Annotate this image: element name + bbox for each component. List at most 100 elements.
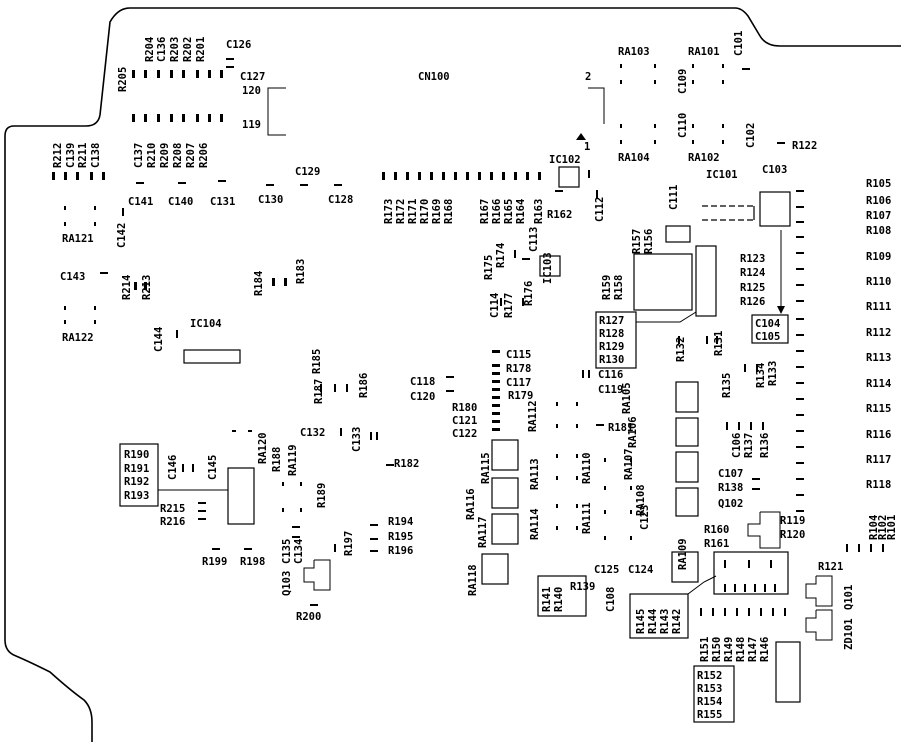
group-row2: C137 R210 R209 R208 R207 R206 R212 C139 … bbox=[52, 114, 223, 180]
connector-label: CN100 bbox=[418, 71, 450, 83]
label-r146: R146 bbox=[759, 637, 771, 662]
label-r205: R205 bbox=[117, 67, 129, 92]
group-ic101: R157 R156 C111 IC101 C103 bbox=[631, 164, 791, 314]
label-r204: R204 bbox=[144, 37, 156, 62]
label-r117: R117 bbox=[866, 454, 891, 466]
label-r123: R123 bbox=[740, 253, 765, 265]
label-r200: R200 bbox=[296, 611, 321, 623]
label-c138: C138 bbox=[90, 143, 102, 168]
label-r130: R130 bbox=[599, 354, 624, 366]
label-r206: R206 bbox=[198, 143, 210, 168]
label-c136: C136 bbox=[156, 37, 168, 62]
label-r172: R172 bbox=[395, 199, 407, 224]
label-r127: R127 bbox=[599, 315, 624, 327]
label-r131: R131 bbox=[713, 331, 725, 356]
group-mid-misc: R132 R131 R134 R133 R135 R185 R187 R186 … bbox=[311, 331, 779, 517]
label-c107: C107 bbox=[718, 468, 743, 480]
label-c139: C139 bbox=[65, 143, 77, 168]
label-r203: R203 bbox=[169, 37, 181, 62]
label-c125: C125 bbox=[594, 564, 619, 576]
group-ra-left: RA121 RA122 C143 R214 R213 R184 R183 C14… bbox=[60, 206, 307, 364]
label-c109: C109 bbox=[677, 69, 689, 94]
label-r139: R139 bbox=[570, 581, 595, 593]
group-lower-left: C146 C145 RA120 R188 RA119 R189 R215 R21… bbox=[160, 430, 479, 623]
label-r102: R102 bbox=[877, 515, 889, 540]
label-c129: C129 bbox=[295, 166, 320, 178]
label-ra110: RA110 bbox=[581, 452, 593, 484]
box-c104: C104 C105 bbox=[751, 314, 789, 344]
label-r169: R169 bbox=[431, 199, 443, 224]
label-r110: R110 bbox=[866, 276, 891, 288]
label-c134: C134 bbox=[293, 539, 305, 564]
label-r142: R142 bbox=[671, 609, 683, 634]
label-ic103: IC103 bbox=[542, 252, 554, 284]
label-r197: R197 bbox=[343, 531, 355, 556]
label-c105: C105 bbox=[755, 331, 780, 343]
label-r193: R193 bbox=[124, 490, 149, 502]
label-r140: R140 bbox=[553, 587, 565, 612]
label-c126: C126 bbox=[226, 39, 251, 51]
label-ra107: RA107 bbox=[623, 448, 635, 480]
label-c102: C102 bbox=[745, 123, 757, 148]
label-r186: R186 bbox=[358, 373, 370, 398]
label-c131: C131 bbox=[210, 196, 235, 208]
label-c124: C124 bbox=[628, 564, 653, 576]
label-r177: R177 bbox=[503, 293, 515, 318]
label-r111: R111 bbox=[866, 301, 891, 313]
group-ra-top-right: RA103 RA101 RA104 RA102 C109 C110 C101 C… bbox=[618, 31, 817, 164]
label-c108: C108 bbox=[605, 587, 617, 612]
label-r125: R125 bbox=[740, 282, 765, 294]
label-r215: R215 bbox=[160, 503, 185, 515]
label-r187: R187 bbox=[313, 379, 325, 404]
box-r141: R141 R140 R139 C108 bbox=[537, 575, 617, 617]
label-r180: R180 bbox=[452, 402, 477, 414]
label-r115: R115 bbox=[866, 403, 891, 415]
label-r119: R119 bbox=[780, 515, 805, 527]
label-r190: R190 bbox=[124, 449, 149, 461]
label-ra112: RA112 bbox=[527, 400, 539, 432]
label-r167: R167 bbox=[479, 199, 491, 224]
group-r105-column: R105 R106 R107 R108 R109 R110 R111 R112 … bbox=[796, 178, 891, 512]
label-r104: R104 bbox=[868, 515, 880, 540]
label-r152: R152 bbox=[697, 670, 722, 682]
label-r143: R143 bbox=[659, 609, 671, 634]
label-r144: R144 bbox=[647, 609, 659, 634]
label-r128: R128 bbox=[599, 328, 624, 340]
label-r135: R135 bbox=[721, 373, 733, 398]
label-r168: R168 bbox=[443, 199, 455, 224]
label-ic104: IC104 bbox=[190, 318, 222, 330]
label-r185: R185 bbox=[311, 349, 323, 374]
label-r202: R202 bbox=[182, 37, 194, 62]
label-r124: R124 bbox=[740, 267, 765, 279]
label-ra113: RA113 bbox=[529, 458, 541, 490]
label-c145: C145 bbox=[207, 455, 219, 480]
label-ra121: RA121 bbox=[62, 233, 94, 245]
label-c128: C128 bbox=[328, 194, 353, 206]
label-r181: R181 bbox=[608, 422, 633, 434]
label-r138: R138 bbox=[718, 482, 743, 494]
label-r116: R116 bbox=[866, 429, 891, 441]
label-r189: R189 bbox=[316, 483, 328, 508]
pin-label-1: 1 bbox=[584, 141, 590, 153]
label-r151: R151 bbox=[699, 637, 711, 662]
group-ic102: IC102 R162 C112 bbox=[547, 154, 606, 222]
connector-cn100: CN100 2 1 120 119 bbox=[242, 71, 605, 153]
label-ra119: RA119 bbox=[287, 444, 299, 476]
label-r209: R209 bbox=[159, 143, 171, 168]
label-ra114: RA114 bbox=[529, 508, 541, 540]
label-r210: R210 bbox=[146, 143, 158, 168]
label-r183: R183 bbox=[295, 259, 307, 284]
label-r157: R157 bbox=[631, 229, 643, 254]
label-r192: R192 bbox=[124, 476, 149, 488]
label-ra101: RA101 bbox=[688, 46, 720, 58]
label-r184: R184 bbox=[253, 271, 265, 296]
label-r145: R145 bbox=[635, 609, 647, 634]
label-c142: C142 bbox=[116, 223, 128, 248]
label-r113: R113 bbox=[866, 352, 891, 364]
label-r174: R174 bbox=[495, 243, 507, 268]
label-r114: R114 bbox=[866, 378, 891, 390]
label-c110: C110 bbox=[677, 113, 689, 138]
label-c118: C118 bbox=[410, 376, 435, 388]
label-q101: Q101 bbox=[843, 585, 855, 610]
label-c133: C133 bbox=[351, 427, 363, 452]
